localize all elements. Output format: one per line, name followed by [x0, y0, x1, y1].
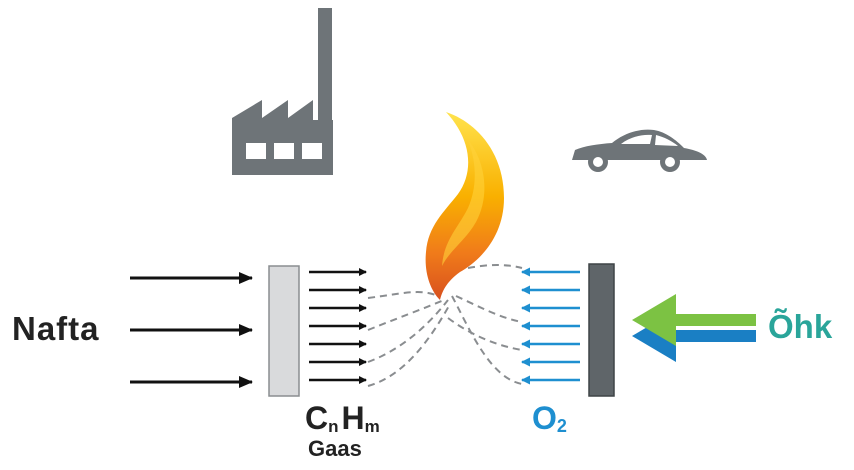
- car-icon: [572, 129, 707, 172]
- fuel-jets: [309, 268, 367, 384]
- gas-label: Gaas: [308, 436, 362, 461]
- formula-o: O: [532, 400, 557, 436]
- oxygen-formula: O2: [532, 400, 567, 437]
- formula-h: H: [341, 400, 365, 436]
- formula-h-sub: m: [364, 417, 380, 436]
- flame-inner: [442, 140, 485, 266]
- air-label: Õhk: [768, 308, 833, 345]
- formula-c: C: [305, 400, 329, 436]
- input-arrows: [130, 272, 253, 388]
- air-inflow-arrow: [632, 294, 756, 362]
- fuel-plate: [268, 265, 300, 397]
- feed-label: Nafta: [12, 310, 100, 347]
- formula-o-sub: 2: [556, 416, 567, 436]
- air-plate: [588, 263, 615, 397]
- flame-icon: [425, 112, 504, 300]
- hydrocarbon-formula: CnHm: [305, 400, 383, 437]
- formula-c-sub: n: [328, 417, 339, 436]
- oxygen-jets: [521, 267, 580, 385]
- factory-icon: [232, 8, 333, 175]
- mixing-streamlines: [367, 264, 523, 387]
